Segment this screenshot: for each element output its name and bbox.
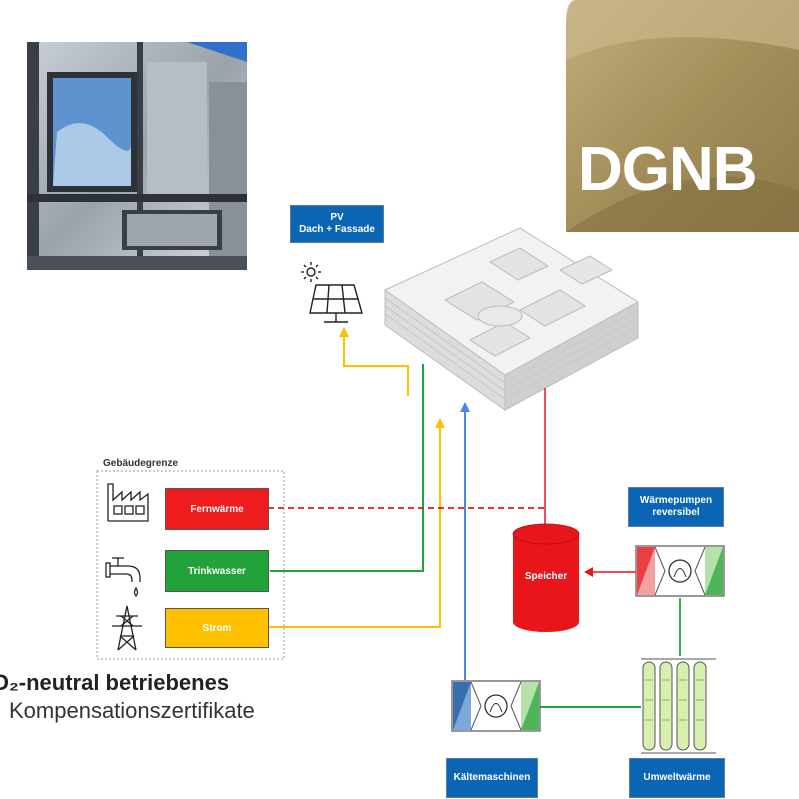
fernwaerme-box: Fernwärme	[165, 488, 269, 530]
ambient-heat-collectors	[641, 658, 716, 754]
dgnb-logo: DGNB	[566, 0, 799, 232]
heat-pump-unit	[635, 545, 725, 597]
building-illustration	[384, 227, 639, 411]
speicher-tank	[512, 523, 580, 632]
chiller-unit	[451, 680, 541, 732]
fernwaerme-label: Fernwärme	[190, 503, 244, 515]
bottom-heading-text: CO₂-neutral betriebenes	[0, 670, 230, 695]
speicher-label-box: Speicher	[513, 566, 579, 586]
ambient-box: Umweltwärme	[629, 758, 725, 798]
building-boundary	[96, 470, 285, 660]
water-tap-icon	[105, 557, 141, 597]
chiller-box: Kältemaschinen	[446, 758, 538, 798]
factory-icon	[107, 483, 149, 522]
pv-label: PV Dach + Fassade	[299, 212, 375, 235]
pv-box: PV Dach + Fassade	[290, 205, 384, 243]
trinkwasser-label: Trinkwasser	[188, 565, 246, 577]
speicher-label: Speicher	[524, 570, 568, 582]
dgnb-logo-text: DGNB	[578, 135, 758, 204]
boundary-label: Gebäudegrenze	[103, 458, 179, 469]
strom-line	[268, 426, 441, 628]
strom-box: Strom	[165, 608, 269, 648]
power-pylon-icon	[112, 605, 142, 651]
heat-pump-label: Wärmepumpen reversibel	[639, 495, 713, 518]
pv-line	[343, 335, 409, 396]
strom-label: Strom	[202, 622, 232, 634]
facade-photo	[27, 42, 247, 270]
heat-pump-box: Wärmepumpen reversibel	[628, 487, 724, 527]
trinkwasser-box: Trinkwasser	[165, 550, 269, 592]
solar-panel-icon	[301, 262, 363, 323]
ambient-label: Umweltwärme	[643, 772, 711, 783]
chiller-label: Kältemaschinen	[453, 772, 531, 783]
bottom-subheading-text: Kompensationszertifikate	[9, 698, 255, 723]
trinkwasser-line	[270, 364, 424, 572]
